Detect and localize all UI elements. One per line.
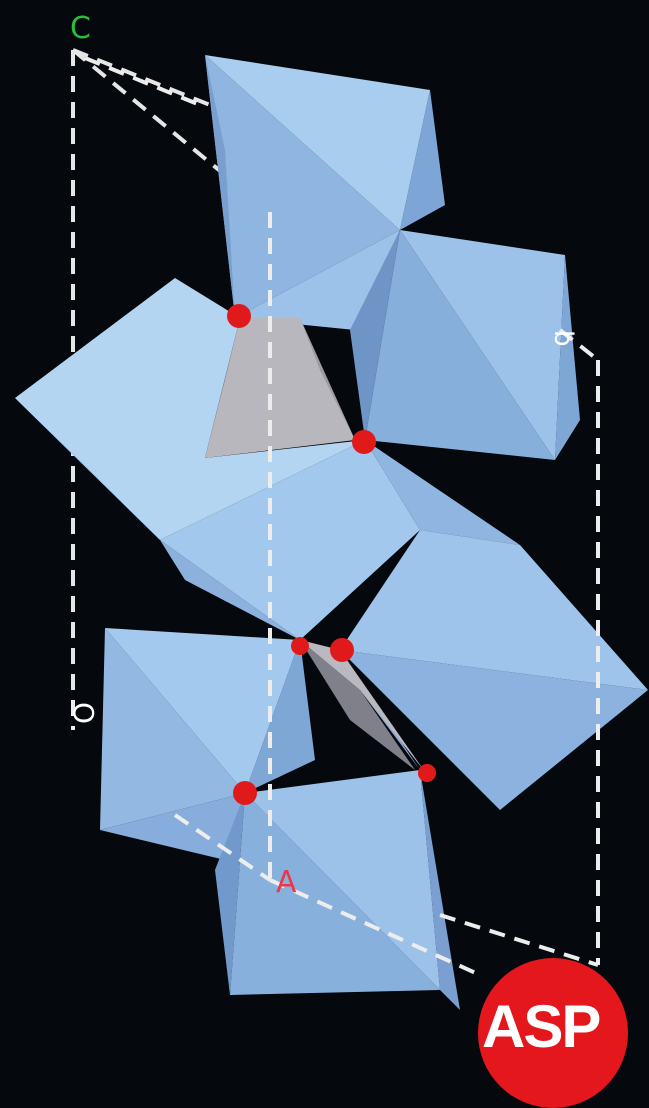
cell-edge-c-top-front <box>84 56 201 107</box>
oxygen-atom <box>291 637 309 655</box>
cell-edge-bottom-face <box>439 913 599 967</box>
octahedron-middle <box>15 278 648 810</box>
cell-edge-b-top <box>558 328 600 362</box>
oxygen-atom <box>418 764 436 782</box>
oxygen-atom <box>352 430 376 454</box>
oxygen-atom <box>233 781 257 805</box>
axis-label-a: A <box>276 865 297 900</box>
unit-cell-front-edges <box>71 56 600 977</box>
tetrahedron-upper <box>205 318 355 458</box>
octahedron-lower <box>100 628 315 860</box>
tetrahedron-lower <box>300 640 425 772</box>
publisher-logo-text: ASP <box>482 993 601 1060</box>
axis-label-origin: O <box>67 702 100 725</box>
cell-edge-a-axis <box>173 813 272 882</box>
axis-label-b: b <box>548 330 578 347</box>
oxygen-atom <box>227 304 251 328</box>
octahedron-bottom <box>215 770 460 1010</box>
cell-edge-a-bottom <box>269 878 481 977</box>
oxygen-atoms <box>227 304 436 805</box>
octahedron-right <box>350 230 580 460</box>
oxygen-atom <box>330 638 354 662</box>
crystal-structure-diagram <box>15 48 648 1010</box>
octahedron-upper <box>205 55 445 330</box>
axis-label-c: C <box>70 11 91 46</box>
